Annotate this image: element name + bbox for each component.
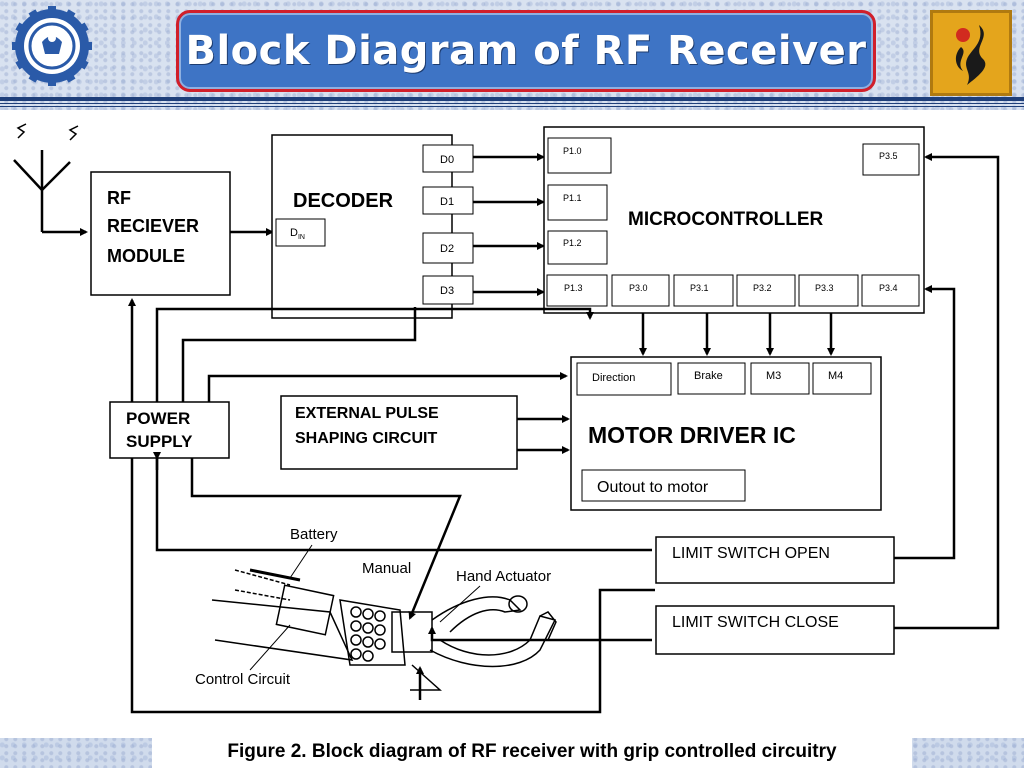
- power-line-2: SUPPLY: [126, 432, 193, 451]
- pulse-line-1: EXTERNAL PULSE: [295, 405, 439, 422]
- brake-label: Brake: [694, 370, 723, 382]
- decoder-pin-d1: [422, 186, 474, 215]
- md-input-brake: [677, 362, 746, 395]
- slide-header: Block Diagram of RF Receiver: [0, 0, 1024, 100]
- figure-caption: Figure 2. Block diagram of RF receiver w…: [227, 741, 837, 762]
- power-supply-block: [109, 401, 230, 459]
- direction-label: Direction: [592, 372, 635, 384]
- control-circuit-label: Control Circuit: [195, 671, 291, 688]
- mcu-pin-p3-1: [673, 274, 734, 307]
- csir-logo: [12, 6, 92, 86]
- mcu-pin-p1-0: [547, 137, 612, 174]
- antenna-icon: [13, 123, 79, 232]
- flame-icon: [955, 25, 986, 85]
- decoder-pin-d0: [422, 144, 474, 173]
- diagram-panel: RF RECIEVER MODULE DECODER DIN D0 D1 D2 …: [0, 110, 1024, 738]
- rf-module-line-1: RF: [107, 188, 131, 208]
- header-rule-thin: [0, 103, 1024, 104]
- limit-open-label: LIMIT SWITCH OPEN: [672, 545, 830, 562]
- m4-label: M4: [828, 370, 843, 382]
- hand-actuator-illustration: [211, 568, 557, 691]
- decoder-pin-d2: [422, 232, 474, 264]
- md-input-m4: [812, 362, 872, 395]
- d0-label: D0: [440, 154, 454, 166]
- p1-3-label: P1.3: [564, 283, 583, 293]
- header-rule: [0, 97, 1024, 101]
- p1-0-label: P1.0: [563, 146, 582, 156]
- decoder-title: DECODER: [293, 190, 394, 212]
- header-rule-thin: [0, 106, 1024, 107]
- limit-switch-open: [655, 536, 895, 584]
- motor-output-label: Outout to motor: [597, 479, 709, 496]
- pulse-shaping-block: [280, 395, 518, 470]
- d2-label: D2: [440, 243, 454, 255]
- mcu-pin-p1-1: [547, 184, 608, 221]
- d3-label: D3: [440, 285, 454, 297]
- battery-label: Battery: [290, 526, 338, 543]
- motor-driver-title: MOTOR DRIVER IC: [588, 422, 796, 448]
- title-banner: Block Diagram of RF Receiver: [176, 10, 876, 92]
- mcu-pin-p1-2: [547, 230, 608, 265]
- rf-module-line-2: RECIEVER: [107, 216, 199, 236]
- p3-4-label: P3.4: [879, 283, 898, 293]
- block-diagram: RF RECIEVER MODULE DECODER DIN D0 D1 D2 …: [13, 123, 1000, 714]
- din-label: D: [290, 227, 298, 239]
- p3-1-label: P3.1: [690, 283, 709, 293]
- p1-2-label: P1.2: [563, 238, 582, 248]
- rf-module-line-3: MODULE: [107, 246, 185, 266]
- md-input-direction: [576, 362, 672, 396]
- power-line-1: POWER: [126, 409, 190, 428]
- mcu-pin-p3-0: [611, 274, 670, 307]
- mcu-pin-p1-3: [546, 274, 608, 307]
- slide-title: Block Diagram of RF Receiver: [185, 28, 867, 74]
- din-subscript: IN: [298, 234, 305, 241]
- rf-receiver-module: [90, 171, 231, 296]
- actuator-label: Hand Actuator: [456, 568, 551, 585]
- mcu-pin-p3-5: [862, 143, 920, 176]
- m3-label: M3: [766, 370, 781, 382]
- microcontroller-title: MICROCONTROLLER: [628, 209, 824, 230]
- mcu-pin-p3-3: [798, 274, 859, 307]
- svg-text:DIN: DIN: [290, 227, 305, 241]
- mcu-pin-p3-4: [861, 274, 920, 307]
- limit-switch-close: [655, 605, 895, 655]
- motor-output-box: [581, 469, 746, 502]
- md-input-m3: [750, 362, 810, 395]
- manual-label: Manual: [362, 560, 411, 577]
- limit-close-label: LIMIT SWITCH CLOSE: [672, 614, 839, 631]
- p3-3-label: P3.3: [815, 283, 834, 293]
- p1-1-label: P1.1: [563, 193, 582, 203]
- decoder-pin-d3: [422, 275, 474, 305]
- institute-logo: [930, 10, 1012, 96]
- p3-2-label: P3.2: [753, 283, 772, 293]
- mcu-pin-p3-2: [736, 274, 796, 307]
- pulse-line-2: SHAPING CIRCUIT: [295, 430, 437, 447]
- p3-0-label: P3.0: [629, 283, 648, 293]
- d1-label: D1: [440, 196, 454, 208]
- caption-strip: Figure 2. Block diagram of RF receiver w…: [152, 736, 912, 768]
- p3-5-label: P3.5: [879, 151, 898, 161]
- decoder-din-pin: [275, 218, 326, 247]
